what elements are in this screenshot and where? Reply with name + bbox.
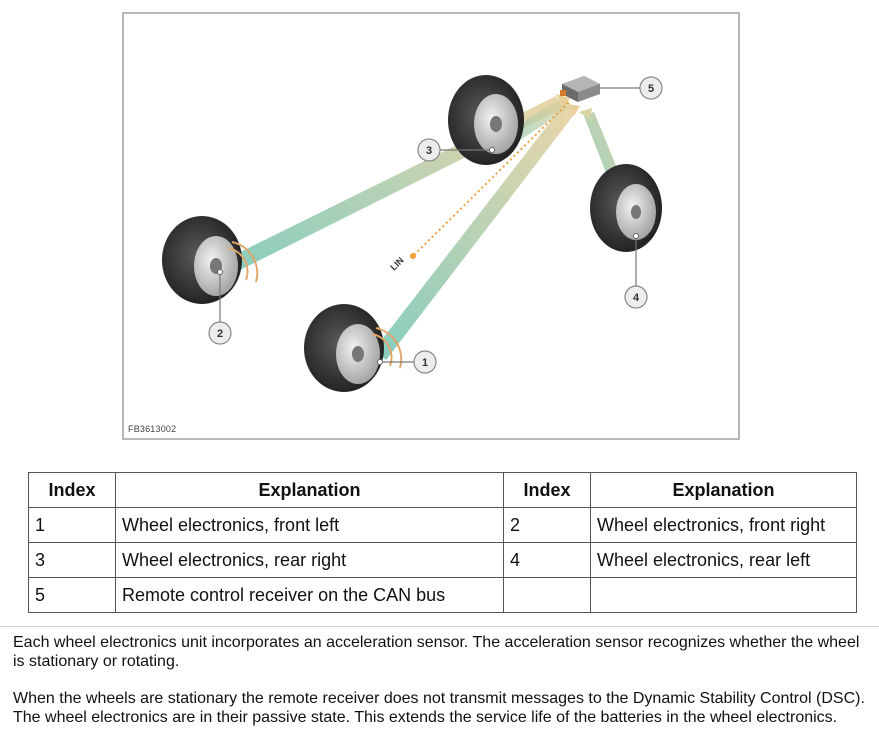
arrowhead-b: [567, 104, 580, 116]
callout-leaders: [219, 87, 640, 363]
header-explanation: Explanation: [590, 472, 857, 508]
svg-text:3: 3: [426, 145, 432, 157]
table-row: 3 Wheel electronics, rear right 4 Wheel …: [28, 542, 857, 578]
divider: [0, 626, 879, 627]
index-table: Index Explanation Index Explanation 1 Wh…: [28, 472, 857, 613]
svg-text:2: 2: [217, 328, 223, 340]
index-cell: 2: [503, 507, 591, 543]
paragraph-passive-state: When the wheels are stationary the remot…: [13, 690, 865, 726]
diagram-canvas: LIN: [162, 75, 663, 392]
sensor-dots: [217, 147, 639, 365]
svg-text:1: 1: [422, 357, 428, 369]
callout-1: 1: [413, 350, 437, 374]
lin-line: [413, 101, 570, 256]
wheel-front-right: [162, 216, 259, 304]
callout-2: 2: [208, 321, 232, 345]
svg-text:4: 4: [633, 292, 640, 304]
svg-text:5: 5: [648, 83, 654, 95]
explanation-cell: Wheel electronics, rear left: [590, 542, 857, 578]
explanation-cell: Wheel electronics, front left: [115, 507, 504, 543]
wheel-rear-left: [590, 164, 662, 252]
figure-id: FB3613002: [128, 424, 177, 434]
wheel-electronics-diagram: LIN: [122, 12, 740, 440]
index-cell: [503, 577, 591, 613]
table-row: 5 Remote control receiver on the CAN bus: [28, 577, 857, 613]
wheel-front-left: [304, 304, 403, 392]
explanation-cell: Wheel electronics, front right: [590, 507, 857, 543]
index-cell: 1: [28, 507, 116, 543]
explanation-cell: Wheel electronics, rear right: [115, 542, 504, 578]
lin-label: LIN: [388, 255, 405, 272]
callout-3: 3: [417, 138, 441, 162]
callout-4: 4: [624, 285, 648, 309]
index-cell: 4: [503, 542, 591, 578]
paragraph-acceleration-sensor: Each wheel electronics unit incorporates…: [13, 634, 860, 670]
table-header-row: Index Explanation Index Explanation: [28, 472, 857, 508]
wheel-rear-right: [448, 75, 524, 165]
lin-endpoint: [410, 253, 416, 259]
explanation-cell: Remote control receiver on the CAN bus: [115, 577, 504, 613]
index-cell: 3: [28, 542, 116, 578]
arrowhead-a: [556, 94, 570, 108]
index-cell: 5: [28, 577, 116, 613]
table-row: 1 Wheel electronics, front left 2 Wheel …: [28, 507, 857, 543]
remote-control-receiver: [560, 76, 600, 102]
header-index: Index: [28, 472, 116, 508]
arrowhead-c: [579, 108, 592, 120]
signal-beam-1: [374, 104, 576, 360]
explanation-cell: [590, 577, 857, 613]
callout-5: 5: [639, 76, 663, 100]
header-index: Index: [503, 472, 591, 508]
header-explanation: Explanation: [115, 472, 504, 508]
